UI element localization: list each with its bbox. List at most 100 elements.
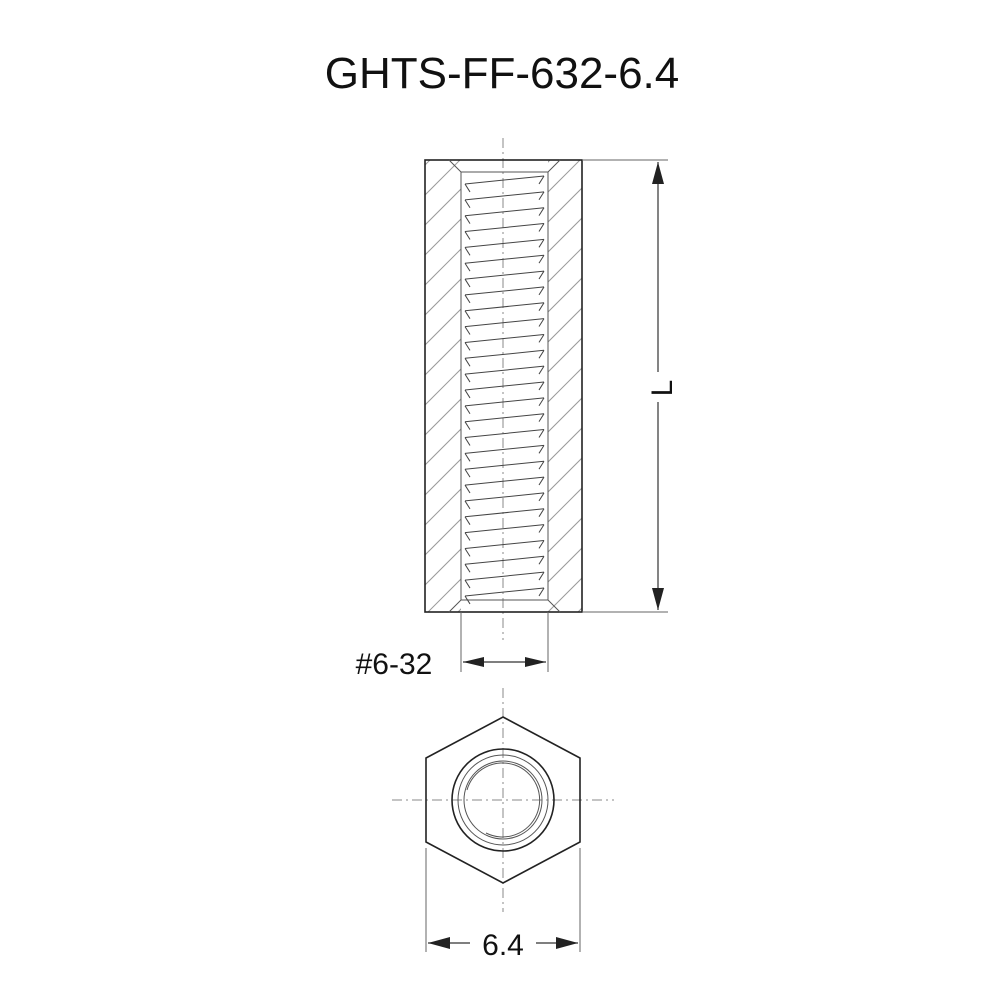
thread-flank-left [464, 342, 471, 351]
thread-crest-line [464, 429, 545, 439]
thread-crest-line [464, 238, 545, 248]
thread-flank-right [538, 571, 545, 581]
length-dimension-label: L [646, 380, 679, 397]
thread-flank-right [538, 191, 545, 201]
hatch-line [425, 188, 461, 226]
thread-crest-line [464, 270, 545, 280]
bottom-chamfer [448, 599, 561, 613]
thread-flank-right [538, 492, 545, 502]
thread-flank-right [538, 445, 545, 454]
thread-flank-right [538, 239, 545, 248]
bore-chamfer-circle [457, 754, 549, 846]
hex-width-arrow-right [556, 937, 578, 949]
thread-flank-right [538, 175, 545, 185]
thread-flank-left [464, 247, 471, 256]
thread-crest-line [464, 349, 545, 359]
left-wall-hatching [425, 160, 461, 612]
thread-flank-right [538, 365, 545, 375]
hatch-line [425, 488, 461, 526]
thread-flank-left [464, 484, 471, 494]
thread-crest-line [464, 207, 545, 217]
thread-flank-right [538, 460, 545, 470]
hex-width-arrow-left [428, 937, 450, 949]
hatch-line [425, 338, 461, 376]
thread-flank-right [538, 429, 545, 438]
thread-crest-line [464, 318, 545, 328]
thread-crest-line [464, 508, 545, 518]
thread-crest-line [464, 191, 545, 201]
hatch-line [425, 160, 461, 196]
thread-crest-line [464, 555, 545, 565]
hatch-line [425, 160, 431, 166]
side-section-view: L #6-32 [356, 138, 679, 681]
thread-flank-left [464, 548, 471, 557]
thread-crest-line [464, 587, 545, 597]
thread-flank-right [538, 334, 545, 343]
hatch-line [425, 218, 461, 256]
thread-flank-right [538, 556, 545, 565]
hatch-line [548, 160, 551, 163]
thread-flank-right [538, 476, 545, 486]
thread-flank-right [538, 413, 545, 422]
hatch-line [425, 248, 461, 286]
thread-crest-line [464, 254, 545, 264]
thread-flank-right [538, 381, 545, 391]
thread-major-arc [466, 762, 541, 838]
thread-arrow-right [525, 657, 546, 667]
thread-crest-line [464, 524, 545, 534]
thread-crest-line [464, 223, 545, 233]
thread-flank-left [464, 326, 471, 335]
thread-flank-left [464, 516, 471, 525]
part-number-title: GHTS-FF-632-6.4 [325, 49, 680, 98]
standoff-body-outline [424, 159, 583, 613]
internal-thread [464, 175, 545, 605]
thread-flank-left [464, 373, 471, 383]
thread-flank-left [464, 278, 471, 288]
thread-flank-left [464, 532, 471, 541]
thread-crest-line [464, 381, 545, 391]
thread-flank-left [464, 389, 471, 399]
thread-crest-line [464, 397, 545, 407]
hatch-line [425, 458, 461, 496]
thread-arrow-left [463, 657, 484, 667]
thread-flank-left [464, 183, 471, 193]
thread-flank-right [538, 397, 545, 407]
thread-flank-right [538, 540, 545, 549]
hatch-line [425, 518, 461, 556]
top-chamfer [448, 159, 561, 173]
thread-flank-left [464, 437, 471, 446]
thread-crest-line [464, 460, 545, 470]
thread-crest-line [464, 413, 545, 423]
thread-flank-left [464, 294, 471, 304]
hatch-line [425, 278, 461, 316]
thread-crest-line [464, 492, 545, 502]
length-arrow-bottom [652, 588, 664, 610]
thread-crest-line [464, 175, 545, 185]
thread-minor-circle [463, 760, 543, 840]
hatch-line [457, 608, 461, 612]
thread-flank-left [464, 564, 471, 573]
thread-flank-left [464, 215, 471, 224]
thread-flank-left [464, 500, 471, 510]
thread-flank-left [464, 310, 471, 319]
bore-outer-circle [451, 748, 555, 852]
thread-crest-line [464, 476, 545, 486]
thread-crest-line [464, 571, 545, 581]
hatch-line [425, 368, 461, 406]
thread-flank-right [538, 524, 545, 533]
thread-flank-right [538, 207, 545, 216]
thread-flank-left [464, 199, 471, 209]
thread-flank-left [464, 453, 471, 462]
thread-flank-right [538, 302, 545, 311]
thread-flank-right [538, 350, 545, 359]
thread-flank-right [538, 223, 545, 232]
thread-flank-left [464, 579, 471, 589]
thread-crest-line [464, 444, 545, 454]
thread-flank-left [464, 358, 471, 367]
length-arrow-top [652, 162, 664, 184]
hatch-line [425, 548, 461, 586]
thread-flank-left [464, 231, 471, 240]
hex-width-label: 6.4 [482, 929, 524, 962]
thread-crest-line [464, 302, 545, 312]
